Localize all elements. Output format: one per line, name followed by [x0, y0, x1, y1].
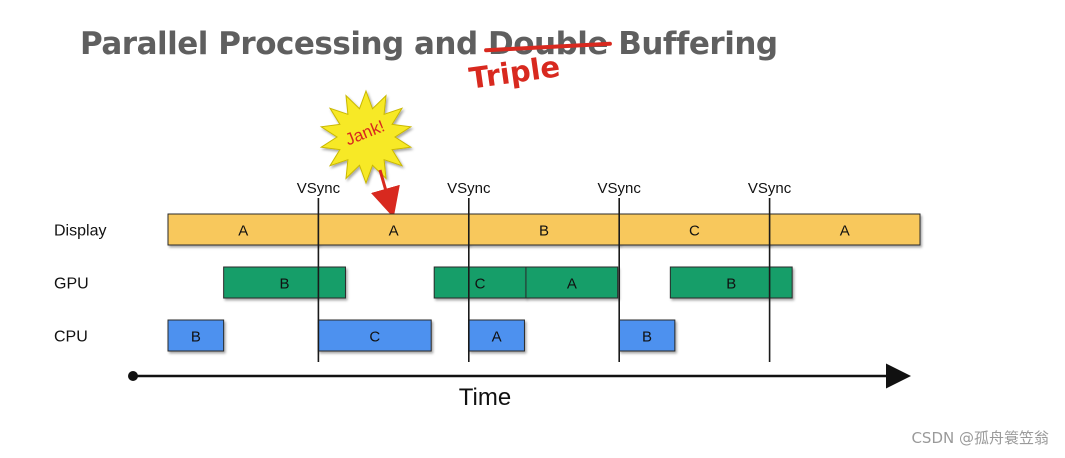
- row-label-display: Display: [54, 223, 106, 240]
- vsync-label-1: VSync: [297, 180, 341, 197]
- gpu-block-0: [223, 266, 346, 299]
- row-label-gpu: GPU: [54, 276, 89, 293]
- cpu-block-label-3: B: [642, 329, 652, 346]
- title-suffix: Buffering: [607, 26, 778, 62]
- vsync-label-3: VSync: [598, 180, 642, 197]
- gpu-block-2: [525, 266, 619, 299]
- cpu-block-label-0: B: [191, 329, 201, 346]
- display-block-label-4: A: [840, 223, 850, 240]
- gpu-block-1: [433, 266, 527, 299]
- gpu-block-label-1: C: [475, 276, 486, 293]
- display-block-2: [468, 213, 620, 246]
- slide-title: Parallel Processing and Double Buffering: [80, 26, 778, 62]
- cpu-block-label-2: A: [492, 329, 502, 346]
- watermark: CSDN @孤舟簑笠翁: [911, 429, 1049, 447]
- time-axis-label: Time: [459, 384, 511, 411]
- display-block-label-0: A: [238, 223, 248, 240]
- time-axis: Time: [128, 363, 911, 411]
- display-block-3: [618, 213, 771, 246]
- cpu-block-1: [317, 319, 432, 352]
- display-block-label-3: C: [689, 223, 700, 240]
- gpu-block-3: [669, 266, 793, 299]
- cpu-block-2: [468, 319, 525, 352]
- title-struck-word: Double: [487, 26, 608, 62]
- title-prefix: Parallel Processing and: [80, 26, 488, 62]
- vsync-label-2: VSync: [447, 180, 491, 197]
- display-block-label-2: B: [539, 223, 549, 240]
- jank-burst: Jank!: [319, 89, 413, 218]
- gpu-block-label-3: B: [726, 276, 736, 293]
- gpu-block-label-2: A: [567, 276, 577, 293]
- gpu-block-label-0: B: [280, 276, 290, 293]
- cpu-block-3: [618, 319, 676, 352]
- jank-star-icon: [319, 89, 413, 185]
- display-block-0: [167, 213, 319, 246]
- vsync-label-4: VSync: [748, 180, 792, 197]
- display-block-4: [769, 213, 921, 246]
- cpu-block-0: [167, 319, 225, 352]
- cpu-block-label-1: C: [369, 329, 380, 346]
- display-block-label-1: A: [389, 223, 399, 240]
- row-label-cpu: CPU: [54, 329, 88, 346]
- jank-arrow: [370, 169, 400, 218]
